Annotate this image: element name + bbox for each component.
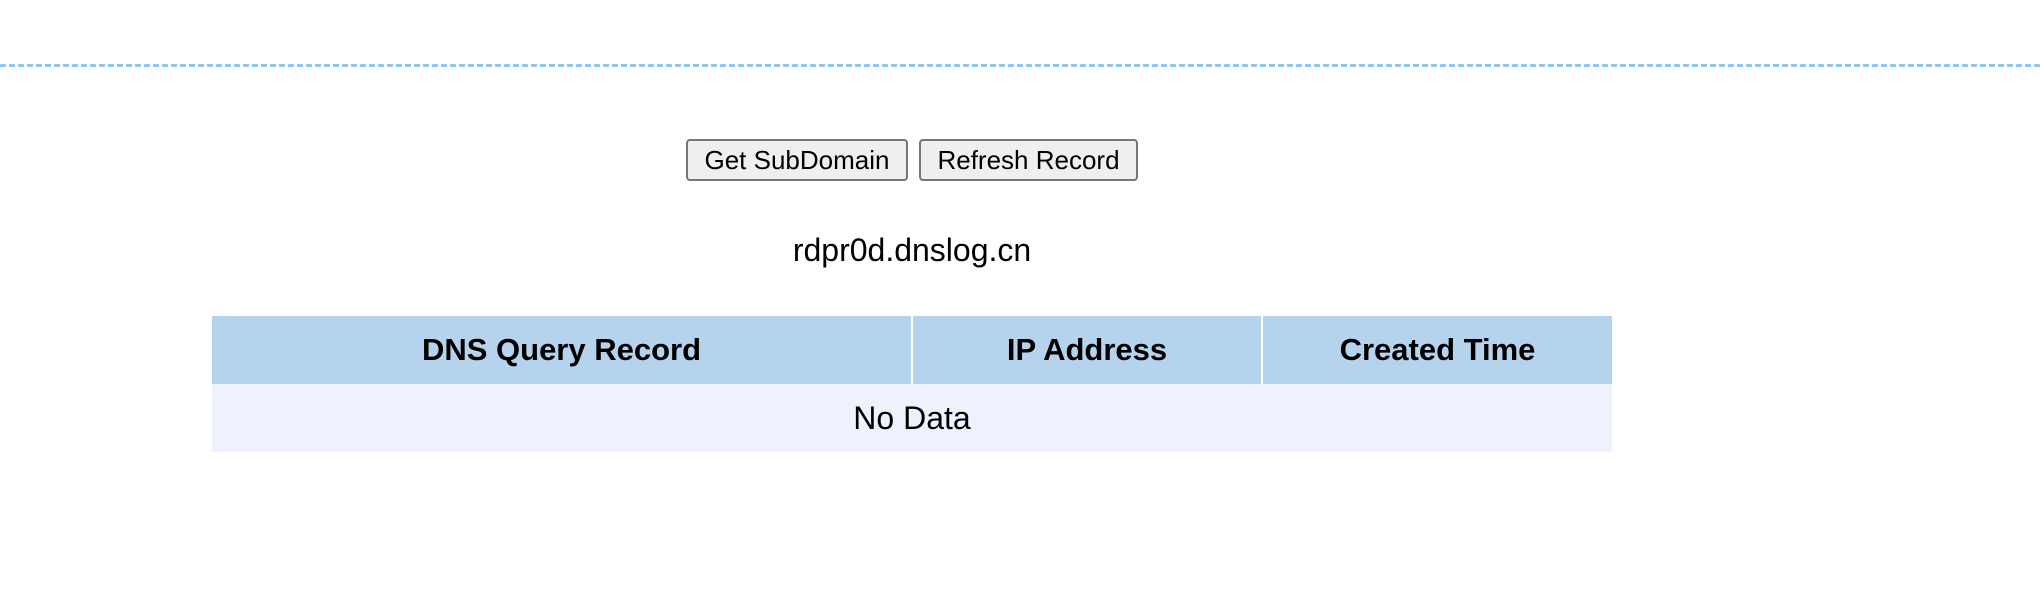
dashed-divider xyxy=(0,64,2040,67)
table-row: No Data xyxy=(212,384,1612,452)
table-header-row: DNS Query Record IP Address Created Time xyxy=(212,316,1612,384)
refresh-record-button[interactable]: Refresh Record xyxy=(919,139,1138,181)
no-data-cell: No Data xyxy=(212,384,1612,452)
dns-records-table: DNS Query Record IP Address Created Time… xyxy=(212,316,1612,452)
column-header-dns-query-record: DNS Query Record xyxy=(212,316,912,384)
column-header-ip-address: IP Address xyxy=(911,316,1262,384)
get-subdomain-button[interactable]: Get SubDomain xyxy=(686,139,908,181)
subdomain-display: rdpr0d.dnslog.cn xyxy=(792,232,1032,268)
column-header-created-time: Created Time xyxy=(1261,316,1612,384)
